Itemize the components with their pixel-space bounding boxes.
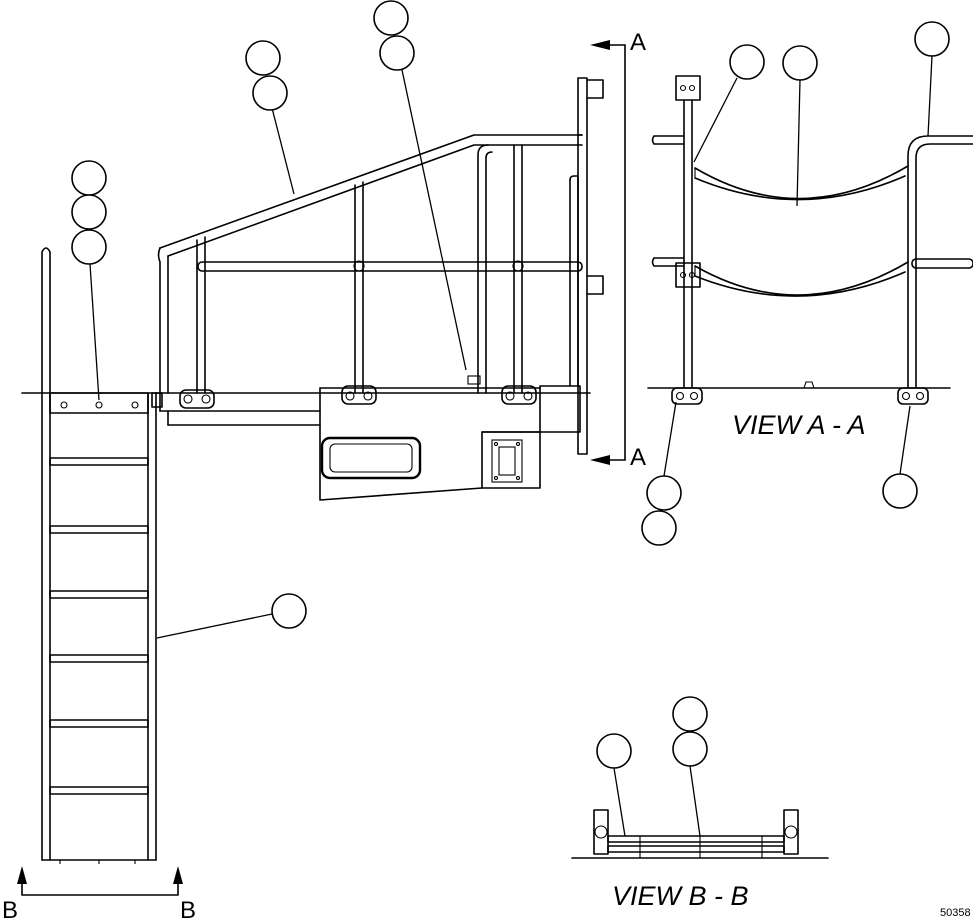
view-b-b-title: VIEW B - B bbox=[612, 881, 749, 911]
callout-bubble bbox=[646, 475, 682, 511]
section-b-indicator: B B bbox=[2, 866, 196, 919]
callout-bubble bbox=[882, 473, 918, 509]
callout-bubble bbox=[729, 44, 765, 80]
base-brackets bbox=[151, 375, 537, 409]
view-a-a-detail: VIEW A - A bbox=[647, 75, 973, 440]
figure-number: 50358 bbox=[940, 907, 971, 919]
callout-bubble bbox=[271, 593, 307, 629]
callout-bubble bbox=[252, 75, 288, 111]
callout-bubble bbox=[71, 194, 107, 230]
callout-bubble bbox=[672, 731, 708, 767]
ladder bbox=[41, 247, 157, 864]
callout-bubble bbox=[373, 0, 409, 36]
handrail-assembly bbox=[157, 77, 604, 455]
callout-bubble bbox=[672, 696, 708, 732]
callout-bubble bbox=[596, 733, 632, 769]
view-a-a-title: VIEW A - A bbox=[732, 410, 866, 440]
callout-bubble bbox=[914, 21, 950, 57]
callout-bubble bbox=[641, 510, 677, 546]
callout-bubble bbox=[245, 40, 281, 76]
callout-bubble bbox=[71, 160, 107, 196]
callout-bubble bbox=[71, 229, 107, 265]
section-b-right-label: B bbox=[180, 897, 196, 919]
callout-bubble bbox=[782, 45, 818, 81]
callout-leaders bbox=[89, 55, 933, 837]
callout-bubbles bbox=[71, 0, 950, 769]
section-a-top-label: A bbox=[630, 29, 646, 56]
section-b-left-label: B bbox=[2, 897, 18, 919]
section-a-bottom-label: A bbox=[630, 444, 646, 471]
callout-bubble bbox=[379, 35, 415, 71]
section-a-indicator: A A bbox=[590, 29, 646, 471]
platform-deck bbox=[21, 385, 591, 501]
view-b-b-detail: VIEW B - B bbox=[571, 809, 829, 911]
